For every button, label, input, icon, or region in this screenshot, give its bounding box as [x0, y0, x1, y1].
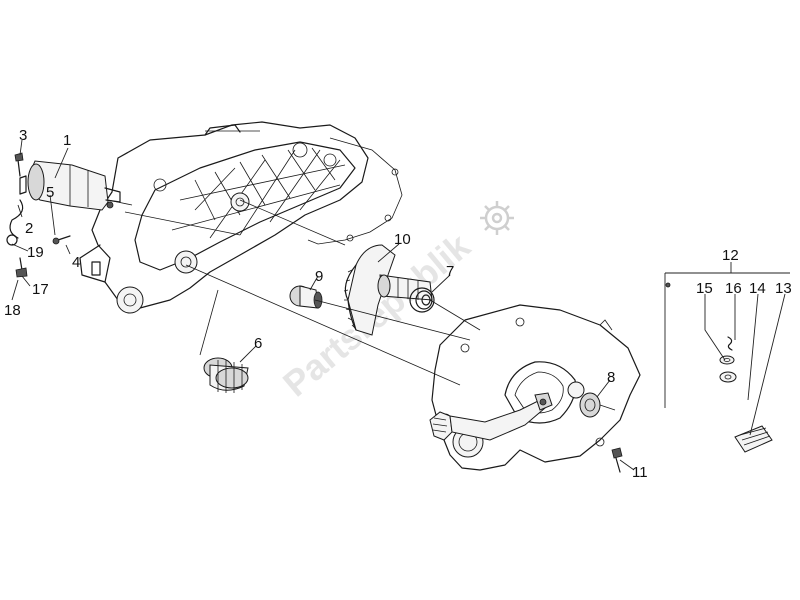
label-part-11: 11	[632, 464, 648, 481]
leader-lines	[11, 139, 790, 471]
label-part-7: 7	[446, 263, 454, 280]
label-part-19: 19	[27, 244, 44, 261]
label-part-12: 12	[722, 247, 739, 264]
label-part-6: 6	[254, 335, 262, 352]
gear-icon	[480, 201, 514, 235]
oil-seal	[579, 392, 601, 418]
lever-washers	[719, 336, 737, 383]
label-part-18: 18	[4, 302, 21, 319]
label-part-10: 10	[394, 231, 411, 248]
label-part-3: 3	[19, 127, 27, 144]
label-part-4: 4	[72, 254, 80, 271]
kick-pedal-rubber	[734, 425, 773, 453]
starter-cable	[6, 152, 71, 278]
label-part-8: 8	[607, 369, 615, 386]
crankcase	[79, 121, 403, 314]
label-part-2: 2	[25, 220, 33, 237]
bushing	[289, 285, 323, 309]
part-number-labels: 1 3 2 5 19 4 17 18 6 9 10 7 8 11 12 15 1…	[4, 127, 792, 481]
kick-start-lever	[429, 392, 553, 441]
label-part-9: 9	[315, 268, 323, 285]
label-part-13: 13	[775, 280, 792, 297]
label-part-1: 1	[63, 132, 71, 149]
lever-screw	[611, 447, 623, 473]
label-part-5: 5	[46, 184, 54, 201]
starter-motor	[27, 160, 121, 211]
starter-gear-assembly	[203, 357, 249, 393]
assembly-lines	[107, 199, 616, 411]
label-part-14: 14	[749, 280, 766, 297]
transmission-cover	[431, 304, 641, 471]
label-part-17: 17	[32, 281, 49, 298]
label-part-15: 15	[696, 280, 713, 297]
label-part-16: 16	[725, 280, 742, 297]
